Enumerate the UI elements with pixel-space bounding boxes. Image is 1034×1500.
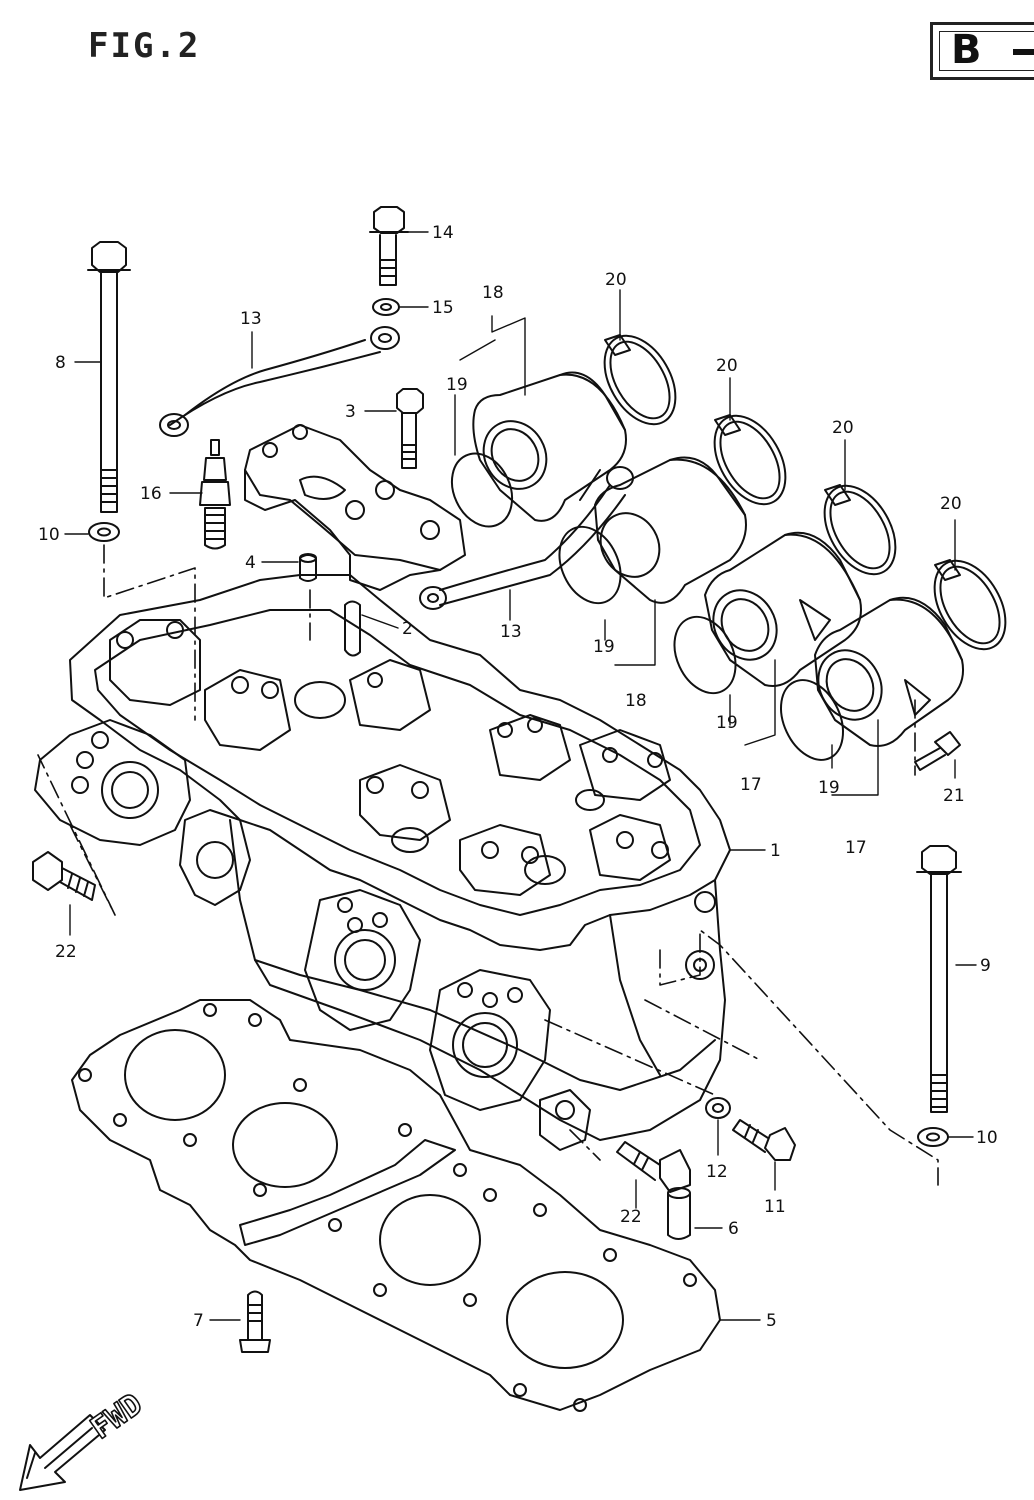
callout-6: 6 xyxy=(728,1219,739,1239)
callout-10-left: 10 xyxy=(38,525,60,545)
alignment-lines xyxy=(37,544,939,1186)
section-letter: B xyxy=(951,27,982,73)
callout-4: 4 xyxy=(245,553,256,573)
o-ring-2 xyxy=(558,525,622,605)
callout-14: 14 xyxy=(432,223,454,243)
callout-5: 5 xyxy=(766,1311,777,1331)
bolt-22-lower xyxy=(616,1141,691,1193)
bolt-7 xyxy=(239,1290,271,1353)
washer-15 xyxy=(372,298,400,316)
callout-19-c: 19 xyxy=(716,713,738,733)
bolt-11 xyxy=(732,1119,796,1161)
figure-title: FIG.2 xyxy=(88,26,201,66)
washer-left xyxy=(88,522,120,542)
bolt-14 xyxy=(369,206,409,286)
leader-lines xyxy=(64,231,977,1321)
forward-arrow xyxy=(19,1414,106,1491)
screw-21 xyxy=(914,731,961,771)
dowel-pin xyxy=(299,553,317,582)
dowel-pin-2 xyxy=(344,600,361,657)
callout-20-d: 20 xyxy=(940,494,962,514)
bolt-3 xyxy=(396,388,424,469)
head-bolt-long xyxy=(87,241,131,513)
callout-21: 21 xyxy=(943,786,965,806)
section-dash xyxy=(1013,49,1034,55)
callout-13-upper: 13 xyxy=(240,309,262,329)
clamp-2 xyxy=(713,414,787,506)
bolt-22-left xyxy=(32,851,96,901)
callout-3: 3 xyxy=(345,402,356,422)
callout-20-c: 20 xyxy=(832,418,854,438)
spark-plug xyxy=(199,439,231,550)
callout-18-upper: 18 xyxy=(482,283,504,303)
callout-17-b: 17 xyxy=(845,838,867,858)
breather-pipe-lower xyxy=(419,466,634,610)
callout-1: 1 xyxy=(770,841,781,861)
section-badge-inner-frame xyxy=(939,31,1034,71)
callout-18-lower: 18 xyxy=(625,691,647,711)
callout-9: 9 xyxy=(980,956,991,976)
callout-17-a: 17 xyxy=(740,775,762,795)
callout-22-left: 22 xyxy=(55,942,77,962)
o-ring-4 xyxy=(780,679,844,761)
head-bolt-long-right xyxy=(916,845,962,1113)
intake-pipe-3 xyxy=(704,531,862,687)
callout-8: 8 xyxy=(55,353,66,373)
cam-journals xyxy=(109,619,671,896)
callout-20-b: 20 xyxy=(716,356,738,376)
callout-numbers: 14 15 18 13 8 3 19 16 10 4 2 13 19 18 20… xyxy=(38,223,998,1331)
callout-19-a: 19 xyxy=(446,375,468,395)
callout-11: 11 xyxy=(764,1197,786,1217)
washer-12 xyxy=(705,1097,731,1119)
breather-pipe-upper xyxy=(159,326,400,437)
callout-7: 7 xyxy=(193,1311,204,1331)
o-ring-3 xyxy=(673,615,737,695)
callout-22-lower: 22 xyxy=(620,1207,642,1227)
callout-10-right: 10 xyxy=(976,1128,998,1148)
o-ring-1 xyxy=(450,452,514,528)
cylinder-head xyxy=(34,574,731,1151)
exhaust-ports xyxy=(34,719,591,1151)
callout-16: 16 xyxy=(140,484,162,504)
clamp-4 xyxy=(933,559,1007,651)
callout-19-d: 19 xyxy=(818,778,840,798)
clamp-1 xyxy=(603,334,677,426)
callout-20-a: 20 xyxy=(605,270,627,290)
intake-pipe-1 xyxy=(472,371,627,522)
callout-15: 15 xyxy=(432,298,454,318)
section-badge: B xyxy=(930,22,1034,80)
dowel-6 xyxy=(667,1187,691,1240)
callout-2: 2 xyxy=(402,619,413,639)
callout-19-b: 19 xyxy=(593,637,615,657)
cylinder-head-gasket xyxy=(71,999,721,1412)
callout-12: 12 xyxy=(706,1162,728,1182)
washer-right xyxy=(917,1127,949,1147)
intake-pipe-2 xyxy=(594,456,747,604)
clamp-3 xyxy=(823,484,897,576)
callout-13-lower: 13 xyxy=(500,622,522,642)
camshaft-holder xyxy=(244,424,466,591)
